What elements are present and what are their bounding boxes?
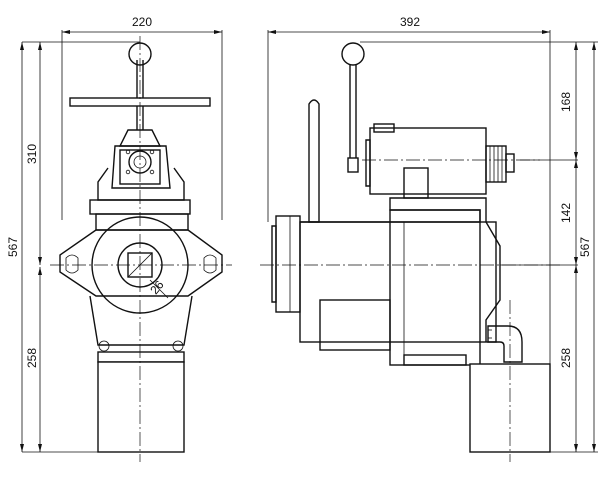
front-body: 26: [59, 199, 223, 363]
front-total-height-label: 567: [6, 237, 20, 257]
side-top-height-label: 168: [559, 92, 573, 112]
side-width-label: 392: [400, 15, 420, 29]
side-body: [271, 197, 501, 366]
front-gear-head: [97, 145, 185, 201]
front-view: 220 310 567 258: [6, 15, 232, 462]
side-gearbox: [365, 123, 515, 199]
side-total-height-label: 567: [578, 237, 592, 257]
front-vertical-dimensions: 310 567 258: [6, 41, 140, 453]
front-upper-height-label: 310: [25, 144, 39, 164]
side-handle: [308, 42, 365, 223]
side-width-dimension: 392: [267, 15, 551, 364]
side-view: 392 168 142 567 258: [260, 15, 598, 462]
front-lower-height-label: 258: [25, 348, 39, 368]
side-mid-height-label: 142: [559, 203, 573, 223]
front-width-label: 220: [132, 15, 152, 29]
front-width-dimension: 220: [61, 15, 223, 220]
front-motor: [97, 361, 185, 453]
side-elbow: [487, 325, 523, 363]
side-lower-height-label: 258: [559, 348, 573, 368]
